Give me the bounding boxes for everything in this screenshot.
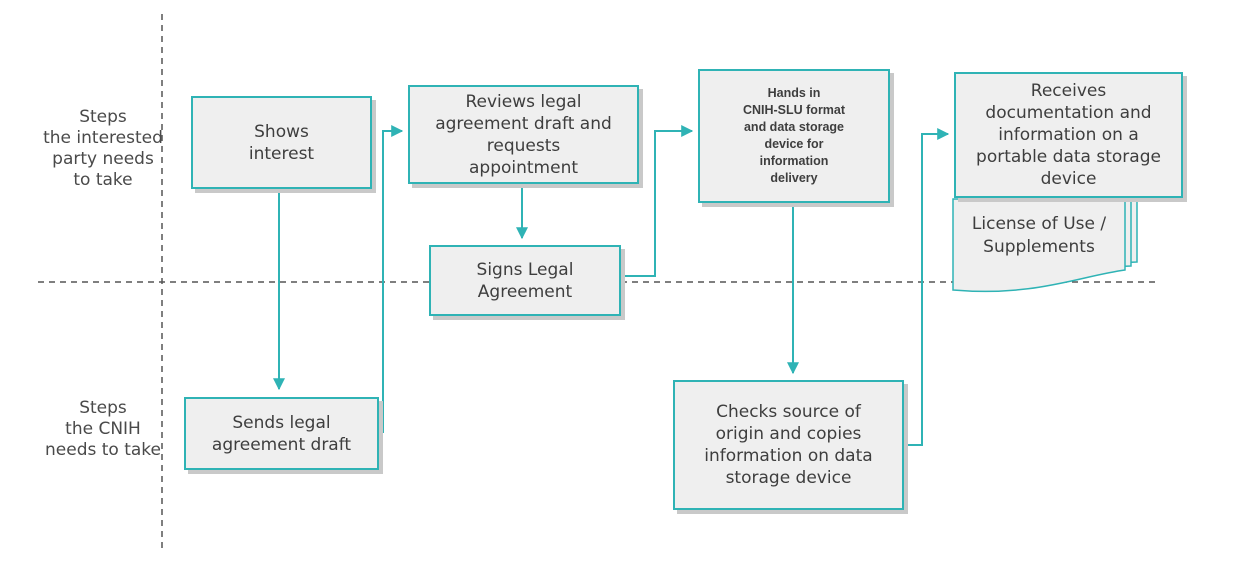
step-text-line: Shows xyxy=(254,121,309,142)
step-text-line: agreement draft and xyxy=(435,113,612,134)
step-text-line: delivery xyxy=(770,171,818,185)
lane-label-cnih: Steps the CNIH needs to take xyxy=(28,398,178,461)
step-text-line: requests xyxy=(486,135,561,156)
license-text-line: License of Use / xyxy=(971,214,1107,234)
lane-label-line: the interested xyxy=(43,128,163,148)
license-document-stack xyxy=(952,187,1138,293)
step-text-line: storage device xyxy=(725,468,852,488)
step-text-line: Hands in xyxy=(767,86,821,100)
lane-label-line: the CNIH xyxy=(65,419,141,439)
step-text-line: Checks source of xyxy=(716,402,861,422)
step-text-line: device for xyxy=(764,137,824,151)
step-receives-documentation: Receives documentation and information o… xyxy=(954,72,1183,198)
step-text-line: Receives xyxy=(1030,81,1107,101)
step-text-line: Reviews legal xyxy=(465,91,582,112)
step-text-line: documentation and xyxy=(985,103,1152,123)
step-text-line: information on data xyxy=(704,446,873,466)
step-text-line: and data storage xyxy=(743,120,845,134)
step-text-line: device xyxy=(1040,169,1097,189)
lane-label-line: Steps xyxy=(79,107,127,127)
license-text-line: Supplements xyxy=(983,237,1095,257)
connector-signs-to-hands-in xyxy=(621,125,694,277)
step-text-line: CNIH-SLU format xyxy=(742,103,846,117)
step-text-line: Sends legal xyxy=(232,412,331,433)
step-checks-source: Checks source of origin and copies infor… xyxy=(673,380,904,510)
license-document-page-front xyxy=(952,198,1126,293)
connector-sends-to-reviews xyxy=(379,125,404,433)
step-text-line: portable data storage xyxy=(976,147,1161,167)
license-document-label: License of Use / Supplements xyxy=(953,213,1125,259)
step-text-line: origin and copies xyxy=(715,424,862,444)
connector-checks-to-receives xyxy=(904,128,950,446)
lane-label-line: party needs xyxy=(52,149,154,169)
step-hands-in: Hands in CNIH-SLU format and data storag… xyxy=(698,69,890,203)
step-reviews-agreement: Reviews legal agreement draft and reques… xyxy=(408,85,639,184)
lane-label-line: needs to take xyxy=(45,440,161,460)
step-text-line: Agreement xyxy=(477,281,573,302)
lane-label-interested-party: Steps the interested party needs to take xyxy=(28,107,178,191)
step-text-line: Signs Legal xyxy=(476,259,574,280)
lane-label-line: Steps xyxy=(79,398,127,418)
step-text-line: information xyxy=(759,154,829,168)
step-signs-agreement: Signs Legal Agreement xyxy=(429,245,621,316)
step-sends-draft: Sends legal agreement draft xyxy=(184,397,379,470)
lane-label-line: to take xyxy=(73,170,133,190)
step-text-line: agreement draft xyxy=(211,434,352,455)
step-shows-interest: Shows interest xyxy=(191,96,372,189)
step-text-line: information on a xyxy=(998,125,1139,145)
step-text-line: appointment xyxy=(468,157,579,178)
step-text-line: interest xyxy=(248,143,315,164)
